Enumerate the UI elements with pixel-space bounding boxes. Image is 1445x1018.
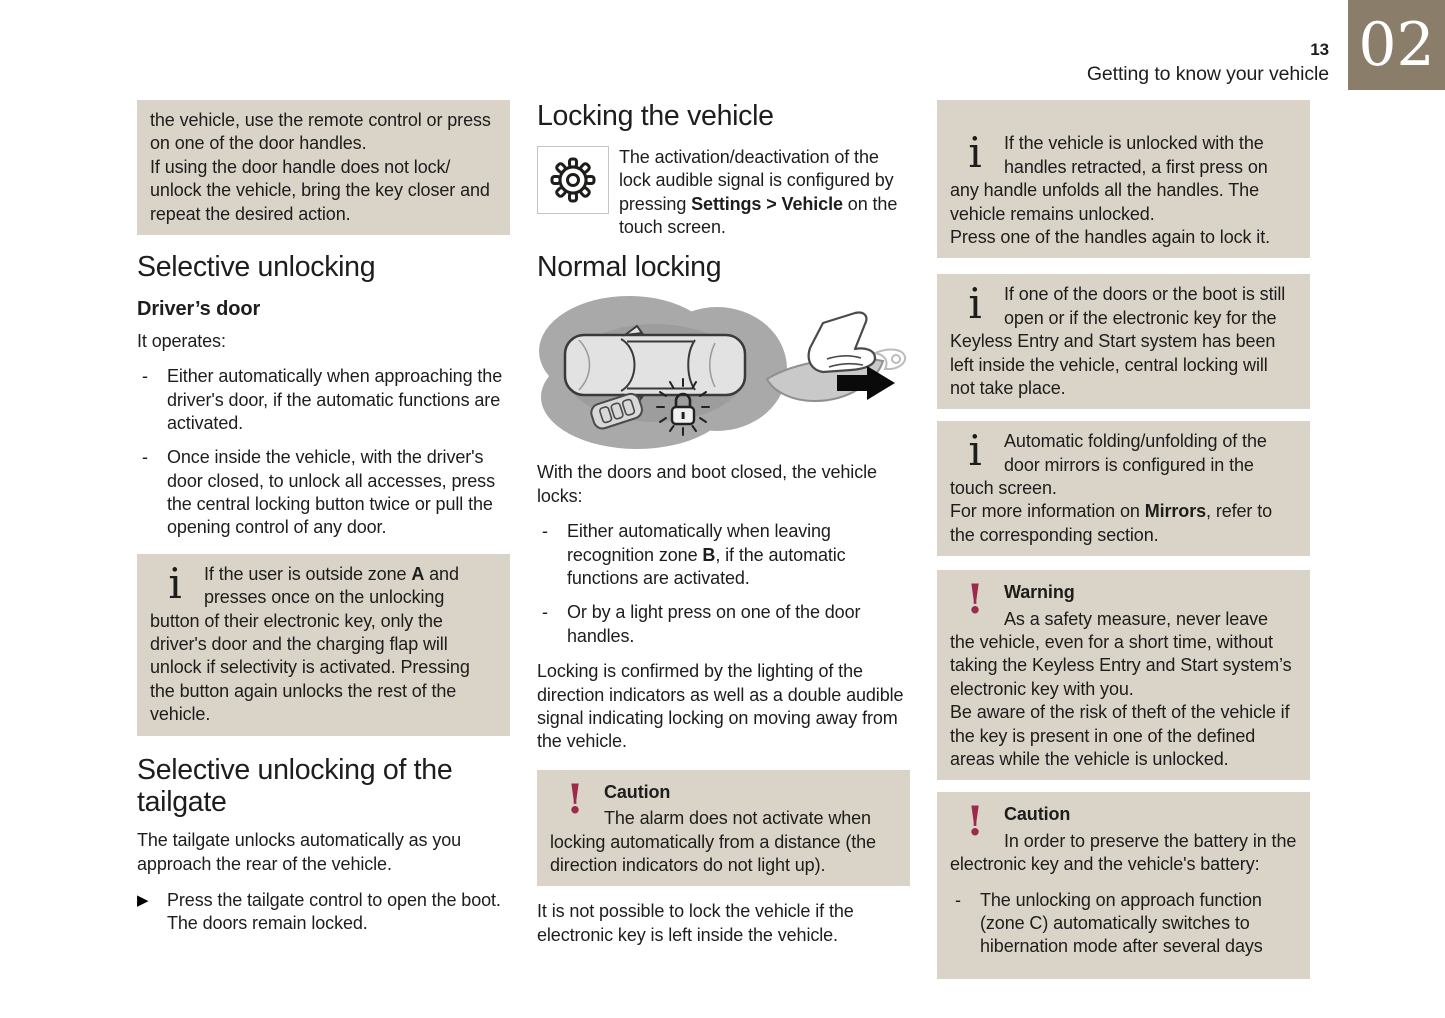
warning-icon: ! bbox=[966, 576, 984, 624]
chapter-badge: 02 bbox=[1348, 0, 1445, 90]
list-item: The unlocking on approach function (zone… bbox=[950, 889, 1297, 959]
left-column: the vehicle, use the remote control or p… bbox=[137, 100, 510, 936]
locks-list: Either automatically when leaving recogn… bbox=[537, 520, 910, 648]
chapter-number: 02 bbox=[1358, 10, 1435, 80]
list-item: Once inside the vehicle, with the driver… bbox=[137, 446, 510, 540]
tailgate-action-text: Press the tailgate control to open the b… bbox=[167, 889, 501, 934]
section-title: Getting to know your vehicle bbox=[1086, 63, 1329, 85]
caution-title: Caution bbox=[604, 781, 671, 802]
caution-box-alarm: ! Caution The alarm does not activate wh… bbox=[537, 769, 910, 887]
locking-zones-illustration bbox=[537, 293, 910, 459]
press-arrow-icon bbox=[837, 366, 895, 401]
arrow-bullet-icon: ▶ bbox=[137, 891, 149, 909]
caution-text: The alarm does not activate when locking… bbox=[550, 808, 876, 875]
list-item: Or by a light press on one of the door h… bbox=[537, 601, 910, 648]
heading-normal-locking: Normal locking bbox=[537, 251, 722, 284]
middle-column: Locking the vehicle bbox=[537, 100, 910, 947]
confirmation-paragraph: Locking is confirmed by the lighting of … bbox=[537, 661, 904, 752]
info-box-text: If the user is outside zone A and presse… bbox=[150, 563, 470, 725]
operates-intro: It operates: bbox=[137, 330, 226, 351]
gear-icon bbox=[537, 145, 609, 214]
info-icon: i bbox=[968, 128, 982, 178]
info-box-text: If the vehicle is unlocked with the hand… bbox=[950, 133, 1271, 247]
caution-icon: ! bbox=[966, 798, 984, 846]
warning-title: Warning bbox=[1004, 582, 1075, 603]
operates-list: Either automatically when approaching th… bbox=[137, 365, 510, 540]
settings-note-row: The activation/deactivation of the lock … bbox=[537, 145, 910, 240]
locks-intro: With the doors and boot closed, the vehi… bbox=[537, 462, 877, 506]
caution-box-battery: ! Caution In order to preserve the batte… bbox=[937, 792, 1310, 979]
tailgate-action-item: ▶ Press the tailgate control to open the… bbox=[137, 889, 510, 936]
heading-selective-unlocking: Selective unlocking bbox=[137, 250, 376, 283]
list-item: Either automatically when leaving recogn… bbox=[537, 520, 910, 590]
info-icon: i bbox=[968, 279, 982, 329]
car-top-view bbox=[563, 324, 747, 406]
info-box-text: Automatic folding/unfolding of the door … bbox=[950, 431, 1273, 545]
tailgate-paragraph: The tailgate unlocks automatically as yo… bbox=[137, 830, 462, 874]
info-icon: i bbox=[168, 558, 182, 608]
caution-list: The unlocking on approach function (zone… bbox=[950, 889, 1297, 959]
info-icon: i bbox=[968, 426, 982, 476]
caution-title: Caution bbox=[1004, 804, 1071, 825]
heading-locking-vehicle: Locking the vehicle bbox=[537, 100, 774, 132]
carryover-note-box: the vehicle, use the remote control or p… bbox=[137, 100, 510, 235]
warning-box: ! Warning As a safety measure, never lea… bbox=[937, 570, 1310, 781]
heading-tailgate-unlocking: Selective unlocking of the tailgate bbox=[137, 753, 453, 819]
subheading-drivers-door: Driver’s door bbox=[137, 297, 261, 320]
caution-intro: In order to preserve the battery in the … bbox=[950, 830, 1297, 875]
warning-text: As a safety measure, never leave the veh… bbox=[950, 608, 1292, 769]
key-fob-icon bbox=[590, 392, 643, 430]
page-header: 13 Getting to know your vehicle bbox=[1087, 40, 1329, 86]
list-item: Either automatically when approaching th… bbox=[137, 365, 510, 435]
caution-icon: ! bbox=[566, 775, 584, 823]
not-possible-paragraph: It is not possible to lock the vehicle i… bbox=[537, 901, 854, 945]
info-box-text: If one of the doors or the boot is still… bbox=[950, 284, 1286, 398]
page-number: 13 bbox=[1310, 40, 1329, 59]
padlock-flashing-icon bbox=[656, 378, 710, 437]
settings-note-text: The activation/deactivation of the lock … bbox=[619, 146, 898, 237]
door-handle-press-illustration bbox=[765, 311, 907, 403]
